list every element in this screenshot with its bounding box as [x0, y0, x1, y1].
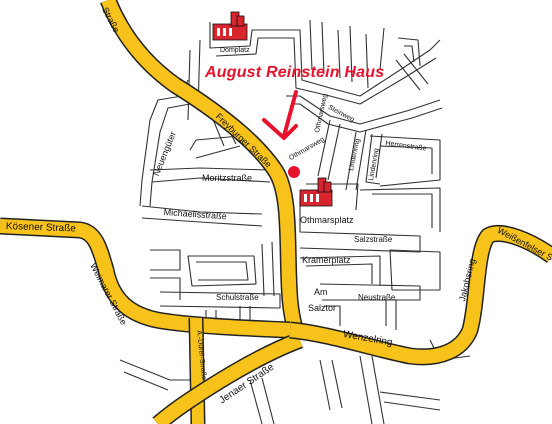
label-schulstrasse: Schulstraße: [216, 293, 259, 302]
red-arrow-icon: [262, 90, 298, 140]
location-title: August Reinstein Haus: [205, 64, 385, 81]
minor-streets: [119, 19, 471, 424]
church-icon: [299, 177, 333, 207]
label-am: Am: [314, 287, 328, 297]
church-icon: [212, 11, 248, 41]
red-dot-marker[interactable]: [288, 166, 300, 178]
label-neustrasse: Neustraße: [358, 293, 396, 302]
label-moritzstrasse: Moritzstraße: [202, 173, 253, 183]
label-salztor: Salztor: [308, 303, 337, 313]
label-salzstrasse: Salzstraße: [354, 235, 393, 244]
label-domplatz: Domplatz: [220, 47, 250, 54]
label-kramerplatz: Kramerplatz: [302, 255, 351, 265]
label-othmarsplatz: Othmarsplatz: [300, 215, 354, 225]
